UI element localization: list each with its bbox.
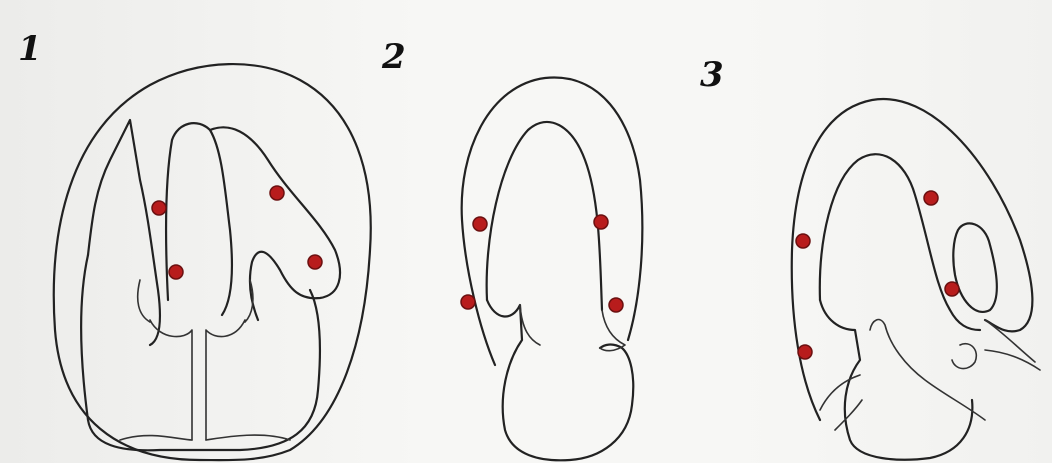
panel-1-marker-dot: [270, 186, 284, 200]
panel-3-lower-chamber: [820, 300, 972, 460]
panel-3-marker-dot: [796, 234, 810, 248]
panel-3-outer-outline: [792, 99, 1033, 420]
panel-2-marker-dot: [594, 215, 608, 229]
panel-1-marker-dot: [169, 265, 183, 279]
panel-2-inner-arch: [487, 122, 602, 310]
panel-3-stalk-lines: [870, 320, 1040, 420]
panel-3-marker-dot: [945, 282, 959, 296]
panel-1-marker-dot: [308, 255, 322, 269]
panel-2-drawing: [461, 77, 642, 460]
panel-2-marker-dot: [473, 217, 487, 231]
panel-1-drawing: [54, 64, 371, 460]
panel-2-outer-arch: [462, 77, 643, 365]
panel-3-marker-dot: [924, 191, 938, 205]
panel-2-lower-chamber: [487, 300, 633, 460]
panel-3-inner-loop: [953, 223, 996, 312]
panel-1-central-stalk: [150, 320, 245, 440]
panel-3-marker-dot: [798, 345, 812, 359]
panel-3-inner-cavity: [820, 154, 980, 330]
panel-1-side-branches: [120, 280, 290, 440]
panel-3-drawing: [792, 99, 1040, 460]
panel-1-left-lobe: [88, 120, 160, 345]
panel-2-marker-dot: [609, 298, 623, 312]
panel-1-marker-dot: [152, 201, 166, 215]
panel-1-middle-lobe: [166, 123, 232, 315]
panel-1-inner-cavity: [81, 255, 320, 450]
panel-3-stalk-left: [820, 375, 862, 430]
panel-2-marker-dot: [461, 295, 475, 309]
panel-1-outer-outline: [54, 64, 371, 460]
